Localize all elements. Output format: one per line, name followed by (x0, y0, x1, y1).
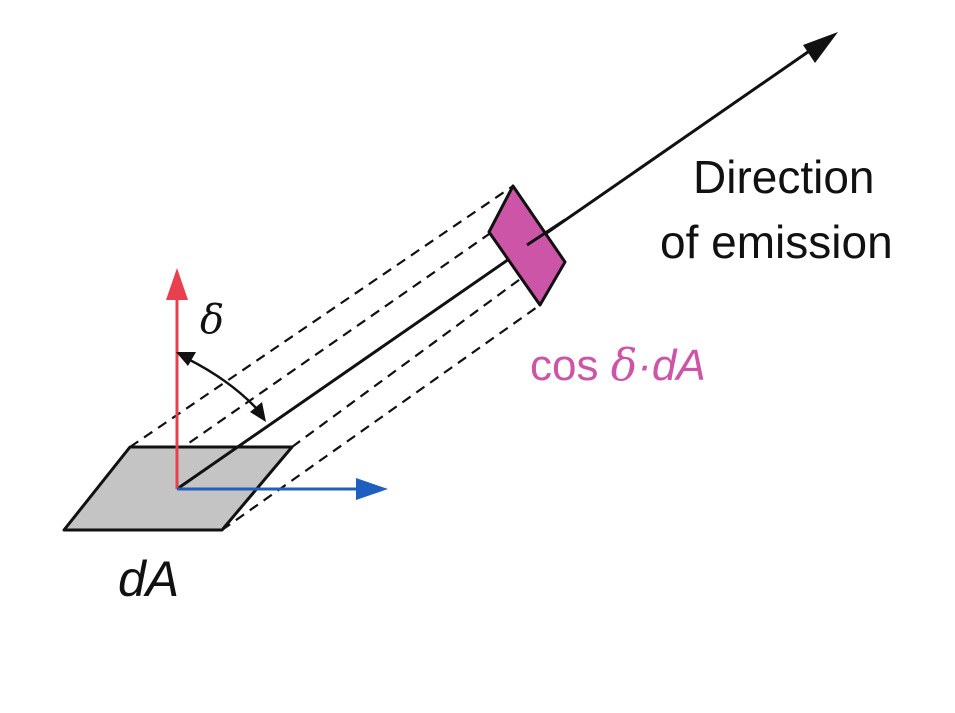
projected-area-label: cos δ·dA (530, 340, 706, 391)
angle-arc-arrowhead-bottom (250, 402, 266, 422)
projection-line-1 (129, 185, 514, 448)
projection-line-4 (221, 304, 541, 531)
tangent-vector-arrowhead (356, 478, 388, 500)
area-label: dA (118, 551, 179, 607)
angle-label: δ (200, 297, 224, 343)
emission-direction-line (176, 43, 819, 491)
projected-area-label-prefix: cos (530, 341, 611, 390)
projected-area-label-symbol: δ (611, 340, 638, 391)
projected-area (487, 184, 567, 307)
angle-arc-arrowhead-top (176, 352, 196, 366)
projected-area-label-suffix: ·dA (637, 341, 705, 390)
normal-vector-arrowhead (166, 268, 188, 300)
emission-arrowhead (803, 32, 838, 63)
projection-line-3 (291, 262, 543, 448)
direction-label-line2: of emission (660, 216, 893, 268)
direction-label-line1: Direction (693, 151, 875, 203)
emission-line-over-projected (526, 218, 566, 247)
angle-arc (185, 356, 259, 411)
